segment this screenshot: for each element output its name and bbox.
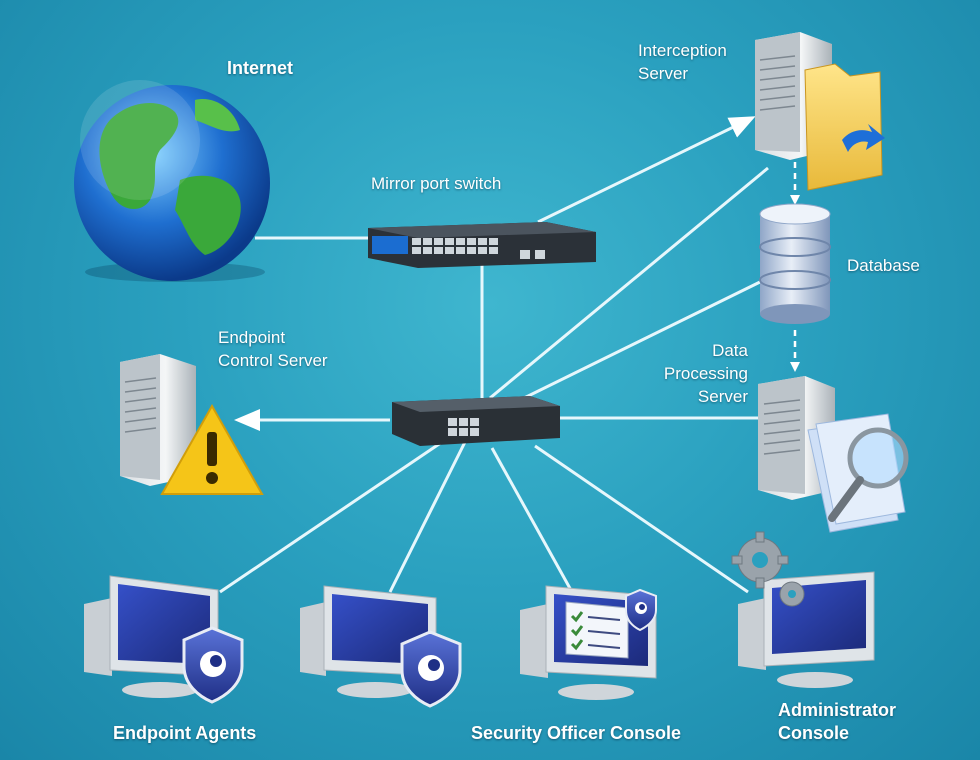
dps-server-icon	[758, 376, 835, 500]
shield-icon	[625, 588, 657, 632]
shield-icon	[400, 630, 462, 708]
link-core-admin	[534, 444, 749, 594]
link-core-agent1	[219, 436, 449, 594]
link-mirror-interception	[537, 116, 756, 224]
database-cylinder-icon	[759, 203, 831, 324]
shield-icon	[182, 626, 244, 704]
endpoint-agents-label: Endpoint Agents	[113, 723, 257, 743]
magnifier-icon	[807, 413, 909, 533]
administrator-console-label-line1: Administrator	[778, 700, 897, 720]
globe-icon	[74, 80, 270, 282]
monitor-icon	[738, 571, 875, 688]
link-core-database	[519, 280, 761, 402]
endpoint-control-label-line2: Control Server	[218, 351, 328, 370]
mirror-switch-icon	[368, 222, 596, 268]
mirror-switch-label: Mirror port switch	[371, 174, 502, 193]
internet-label: Internet	[227, 58, 294, 78]
security-officer-console-label: Security Officer Console	[471, 723, 682, 743]
folder-icon	[804, 63, 885, 191]
core-switch-icon	[392, 396, 560, 446]
link-core-officer	[490, 447, 574, 593]
dps-label-line3: Server	[697, 387, 748, 406]
interception-server-label-line1: Interception	[638, 41, 727, 60]
checklist-icon	[565, 601, 629, 659]
warning-triangle-icon	[160, 403, 264, 495]
connection-lines	[219, 116, 769, 594]
database-label: Database	[847, 256, 920, 275]
endpoint-control-label-line1: Endpoint	[218, 328, 286, 347]
interception-server-label-line2: Server	[638, 64, 689, 83]
link-core-interception	[489, 166, 769, 400]
dps-label-line2: Processing	[663, 364, 748, 383]
dps-label-line1: Data	[712, 341, 748, 360]
gears-icon	[731, 531, 805, 607]
monitor-icon	[300, 585, 437, 698]
link-core-agent2	[388, 441, 467, 593]
endpoint-control-server-icon	[120, 354, 196, 486]
administrator-console-label-line2: Console	[778, 723, 850, 743]
